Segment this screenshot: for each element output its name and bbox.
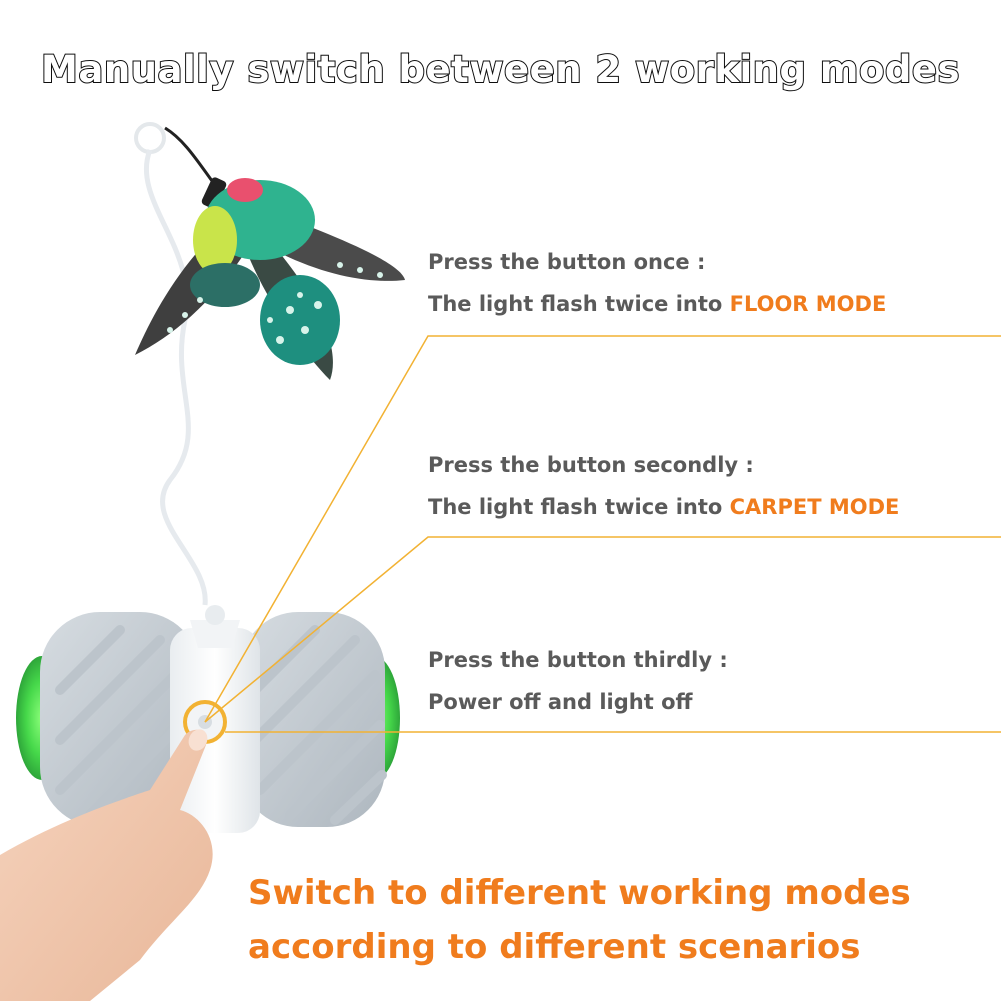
step-2-line-2: The light flash twice into CARPET MODE (428, 486, 899, 528)
footer-line-1: Switch to different working modes (248, 873, 911, 913)
step-3-line-2: Power off and light off (428, 690, 693, 714)
step-floor-mode: Press the button once : The light flash … (428, 241, 886, 325)
leader-line-floor-mode (204, 335, 1001, 723)
step-1-prefix: The light flash twice into (428, 292, 730, 316)
step-2-line-1: Press the button secondly : (428, 453, 754, 477)
carpet-mode-label: CARPET MODE (729, 495, 900, 519)
cat-toy (16, 605, 400, 833)
leader-line-carpet-mode (204, 536, 1001, 723)
step-1-line-1: Press the button once : (428, 250, 706, 274)
step-carpet-mode: Press the button secondly : The light fl… (428, 444, 899, 528)
step-1-line-2: The light flash twice into FLOOR MODE (428, 283, 886, 325)
step-3-line-1: Press the button thirdly : (428, 648, 728, 672)
footer-line-2: according to different scenarios (248, 927, 861, 967)
floor-mode-label: FLOOR MODE (729, 292, 887, 316)
footer-tagline: Switch to different working modes accord… (248, 866, 911, 974)
step-2-prefix: The light flash twice into (428, 495, 730, 519)
feather-wand (134, 122, 227, 606)
leader-lines (204, 335, 1001, 733)
pointing-hand (0, 729, 213, 1001)
step-power-off: Press the button thirdly : Power off and… (428, 639, 728, 723)
feathers (135, 178, 405, 380)
headline: Manually switch between 2 working modes (40, 47, 960, 92)
